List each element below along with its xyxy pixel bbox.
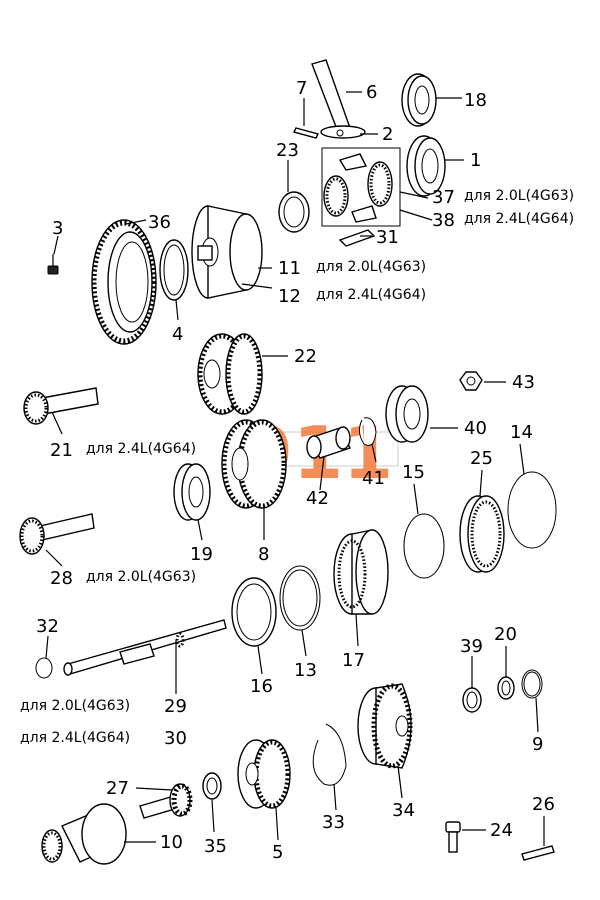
part-41-snap-ring [358,417,377,446]
callout-29: 29 [164,696,187,717]
part-15-snap-ring [403,513,445,579]
callout-6: 6 [366,82,377,103]
callout-37: 37 [432,187,455,208]
part-42-sleeve [306,426,351,459]
callout-31: 31 [376,227,399,248]
callout-13: 13 [294,660,317,681]
part-34-drum [357,683,413,769]
part-35-washer [202,772,222,800]
callout-41: 41 [362,468,385,489]
part-39-washer [462,687,482,713]
part-14-snap-ring [507,471,557,549]
callout-24: 24 [490,820,513,841]
part-9-ring [521,669,543,699]
part-25-synchronizer [459,495,505,573]
callout-23: 23 [276,140,299,161]
callout-21-note: для 2.4L(4G64) [86,441,196,457]
part-26-pin [521,845,555,861]
callout-27: 27 [106,778,129,799]
callout-40: 40 [464,418,487,439]
callout-22: 22 [294,346,317,367]
part-18-bearing [401,73,437,127]
callout-12-note: для 2.4L(4G64) [316,287,426,303]
callout-30-note: для 2.4L(4G64) [20,730,130,746]
part-37-38-differential-gears [321,147,401,227]
callout-37-note: для 2.0L(4G63) [464,188,574,204]
callout-10: 10 [160,832,183,853]
callout-32: 32 [36,616,59,637]
callout-43: 43 [512,372,535,393]
part-32-o-ring [35,657,53,679]
part-40-bearing [385,385,429,443]
part-5-gear [237,739,291,809]
callout-9: 9 [532,734,543,755]
part-20-washer [497,676,515,700]
part-13-ring [279,565,321,631]
callout-34: 34 [392,800,415,821]
part-27-shaft [139,783,193,819]
callout-11-note: для 2.0L(4G63) [316,259,426,275]
callout-8: 8 [258,544,269,565]
part-36-ring-gear [91,219,157,345]
callout-15: 15 [402,462,425,483]
part-31-washer [338,229,376,247]
callout-1: 1 [470,150,481,171]
callout-17: 17 [342,650,365,671]
part-29-30-main-shaft [63,619,227,676]
callout-25: 25 [470,448,493,469]
part-17-hub-sleeve [333,529,389,615]
callout-28-note: для 2.0L(4G63) [86,569,196,585]
callout-11: 11 [278,258,301,279]
part-2-washer [336,129,344,137]
callout-26: 26 [532,794,555,815]
callout-28: 28 [50,568,73,589]
callout-19: 19 [190,544,213,565]
callout-21: 21 [50,440,73,461]
part-11-12-differential-case [191,205,263,299]
part-24-bolt [445,821,461,853]
part-33-snap-ring [312,723,347,786]
callout-16: 16 [250,676,273,697]
callout-33: 33 [322,812,345,833]
callout-3: 3 [52,218,63,239]
callout-2: 2 [382,124,393,145]
callout-38-note: для 2.4L(4G64) [464,211,574,227]
part-43-nut [459,371,483,391]
callout-42: 42 [306,488,329,509]
callout-35: 35 [204,836,227,857]
part-6-pinion-shaft [311,59,366,139]
callout-12: 12 [278,286,301,307]
part-28-shaft [19,513,95,555]
callout-30: 30 [164,728,187,749]
callout-38: 38 [432,210,455,231]
callout-29-note: для 2.0L(4G63) [20,698,130,714]
callout-4: 4 [172,324,183,345]
callout-20: 20 [494,624,517,645]
part-10-output-housing [41,803,127,865]
callout-36: 36 [148,212,171,233]
part-1-bearing [406,135,446,197]
part-4-shim [159,239,189,301]
part-3-bolt [47,254,59,275]
callout-labels: 6 7 18 1 2 23 37 для 2.0L(4G63) 38 для 2… [20,78,574,863]
part-22-gear [197,333,263,415]
callout-39: 39 [460,636,483,657]
part-23-shim [278,191,310,233]
part-16-shim [231,577,277,647]
part-21-shaft [23,387,99,425]
callout-14: 14 [510,422,533,443]
callout-18: 18 [464,90,487,111]
callout-7: 7 [296,78,307,99]
part-8-gear [221,419,287,509]
callout-5: 5 [272,842,283,863]
part-7-pin [292,127,320,139]
part-19-bearing [173,463,211,521]
leader-lines [45,91,545,846]
